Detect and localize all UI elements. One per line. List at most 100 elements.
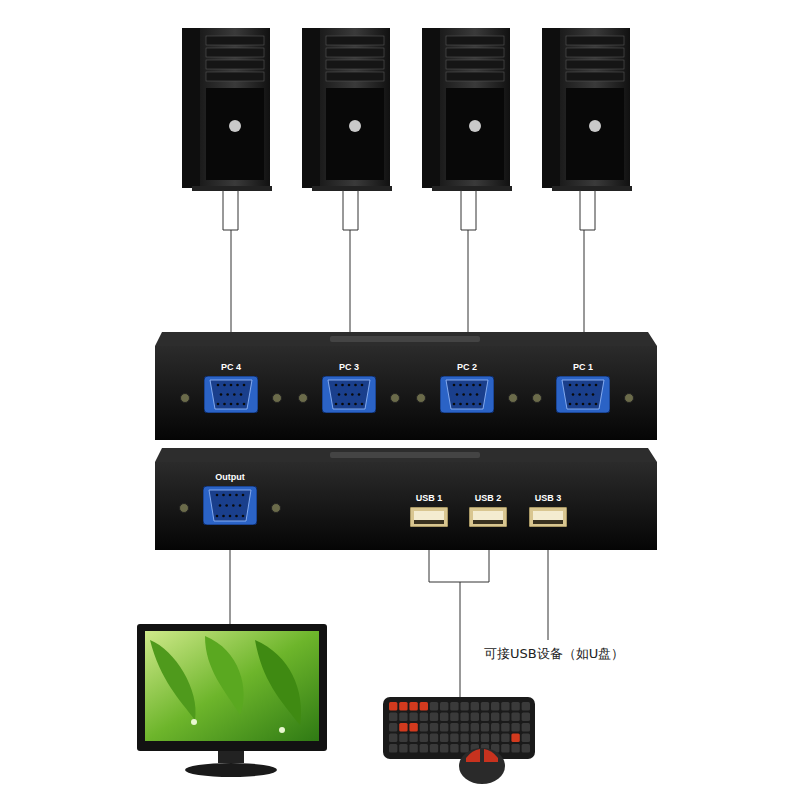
port-part	[446, 380, 488, 409]
key	[511, 734, 519, 742]
screw	[181, 394, 190, 403]
port-part	[462, 393, 465, 396]
port-part	[239, 504, 242, 507]
key	[501, 713, 509, 721]
computer-tower	[326, 60, 384, 69]
port-part	[242, 494, 245, 497]
key	[389, 734, 397, 742]
computer-tower	[432, 186, 512, 191]
key	[409, 734, 417, 742]
port-part	[585, 393, 588, 396]
key	[409, 744, 417, 752]
computer-tower	[229, 120, 241, 132]
port-part	[466, 384, 469, 387]
computer-tower	[206, 88, 264, 180]
port-part	[335, 403, 338, 406]
kvm-front-panel	[155, 448, 657, 550]
port-label: USB 3	[527, 492, 569, 504]
key	[430, 713, 438, 721]
key	[409, 702, 417, 710]
key	[460, 702, 468, 710]
key	[460, 713, 468, 721]
key	[471, 723, 479, 731]
computer-tower	[320, 28, 390, 188]
computer-tower	[446, 72, 504, 81]
computer-tower	[446, 88, 504, 180]
port-part	[341, 384, 344, 387]
port-part	[472, 384, 475, 387]
port-part	[556, 376, 610, 413]
computer-tower	[349, 120, 361, 132]
key	[491, 734, 499, 742]
port-part	[223, 403, 226, 406]
key	[471, 702, 479, 710]
port-part	[469, 393, 472, 396]
key	[440, 713, 448, 721]
usb-port	[410, 507, 448, 527]
kvm-front-panel	[155, 448, 657, 462]
port-part	[578, 393, 581, 396]
port-label: Output	[198, 471, 262, 483]
port-part	[572, 393, 575, 396]
kvm-back-panel	[155, 346, 657, 440]
key	[501, 744, 509, 752]
port-part	[414, 511, 444, 520]
port-part	[236, 403, 239, 406]
key	[399, 713, 407, 721]
key	[389, 713, 397, 721]
port-part	[575, 384, 578, 387]
kvm-back-panel	[330, 336, 480, 342]
key	[389, 702, 397, 710]
key	[471, 734, 479, 742]
port-part	[229, 515, 232, 518]
port-part	[222, 515, 225, 518]
computer-tower	[192, 186, 272, 191]
port: USB 2	[467, 492, 509, 532]
port-label: PC 1	[551, 361, 615, 373]
key	[450, 723, 458, 731]
cable	[429, 535, 489, 697]
cable	[343, 190, 358, 334]
port-part	[473, 520, 503, 524]
port-part	[328, 380, 370, 409]
monitor	[145, 631, 319, 741]
key	[460, 723, 468, 731]
port: PC 1	[551, 361, 615, 415]
port-part	[222, 494, 225, 497]
computer-tower	[326, 48, 384, 57]
screw	[273, 394, 282, 403]
key	[501, 702, 509, 710]
vga-port	[322, 376, 376, 413]
port-part	[473, 511, 503, 520]
computer-tower	[182, 28, 272, 191]
computer-tower	[206, 72, 264, 81]
key	[399, 744, 407, 752]
port-part	[361, 403, 364, 406]
vga-port	[556, 376, 610, 413]
kvm-back-panel	[155, 332, 657, 440]
key	[430, 723, 438, 731]
key	[522, 723, 530, 731]
port-part	[243, 403, 246, 406]
keyboard	[383, 697, 535, 759]
port: Output	[198, 471, 262, 527]
port-part	[209, 490, 251, 521]
key	[491, 723, 499, 731]
key	[430, 702, 438, 710]
port-part	[453, 403, 456, 406]
port-part	[242, 515, 245, 518]
computer-tower	[302, 28, 320, 188]
port-label: USB 2	[467, 492, 509, 504]
key	[511, 723, 519, 731]
computer-tower	[200, 28, 270, 188]
note: 可接USB设备（如U盘）	[484, 646, 624, 662]
screw	[272, 504, 281, 513]
key	[481, 702, 489, 710]
key	[511, 744, 519, 752]
usb-port	[469, 507, 507, 527]
key	[481, 723, 489, 731]
port-part	[582, 384, 585, 387]
usb-port	[529, 507, 567, 527]
cable	[580, 190, 595, 334]
